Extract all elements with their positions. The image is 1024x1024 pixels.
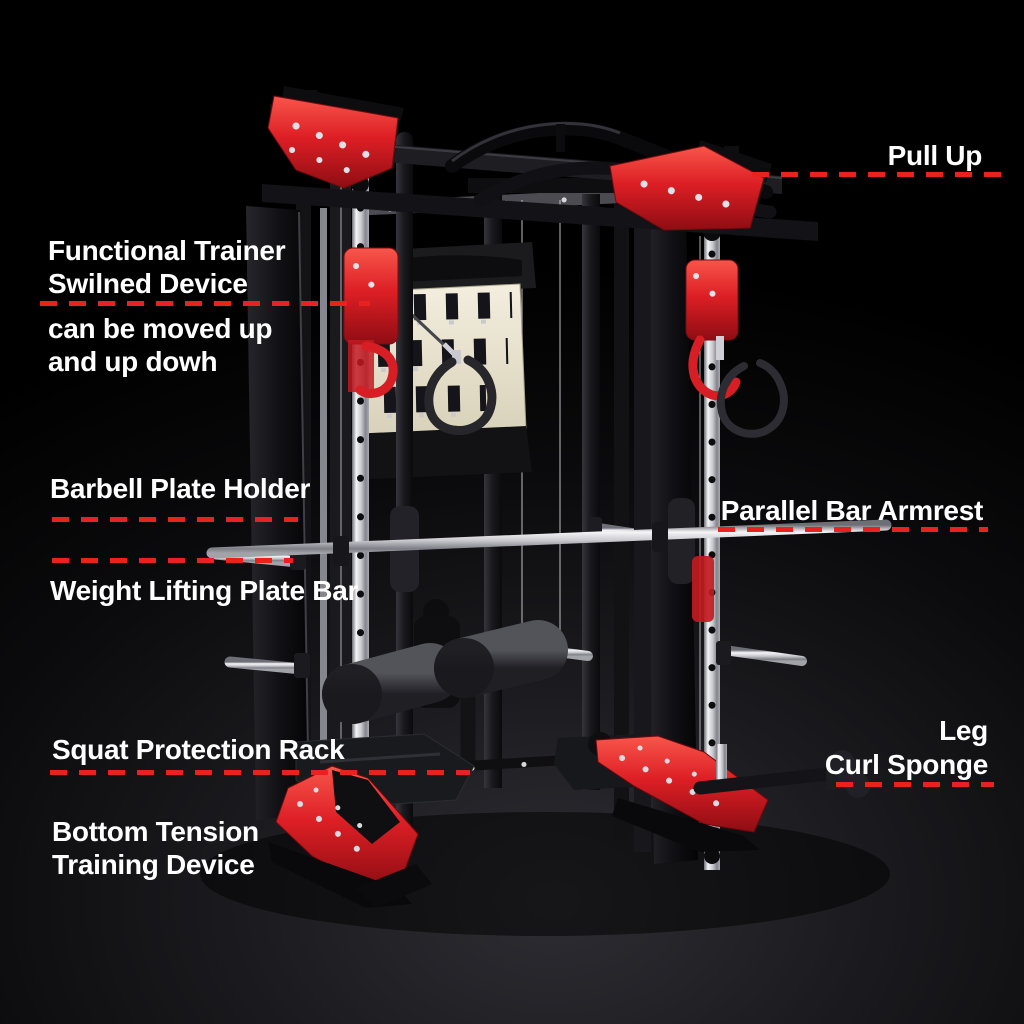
weight-lifting-plate-bar-leader-line [52, 558, 293, 563]
corner-gusset-left [267, 86, 404, 189]
barbell-plate-holder-label: Barbell Plate Holder [50, 473, 311, 504]
callout-weight-lifting-plate-bar: Weight Lifting Plate Bar [50, 574, 358, 607]
callout-bottom-tension-training-device: Bottom Tension Training Device [52, 815, 259, 881]
callout-functional-trainer: Functional Trainer Swilned Device [48, 234, 286, 300]
pull-up-leader-line [752, 172, 1006, 177]
callout-squat-protection-rack: Squat Protection Rack [52, 733, 345, 766]
parallel-bar-armrest-label: Parallel Bar Armrest [720, 495, 984, 526]
squat-protection-rack-leader-line [50, 770, 470, 775]
base-foot-left [268, 765, 432, 908]
d-handle-right [716, 359, 788, 438]
functional-trainer-note-line2: and up dowh [48, 346, 218, 377]
squat-protection-rack-label: Squat Protection Rack [52, 734, 345, 765]
weight-lifting-plate-bar-label: Weight Lifting Plate Bar [50, 575, 359, 606]
right-red-catcher [692, 556, 714, 622]
barbell-plate-holder-peg-right [716, 641, 807, 666]
functional-trainer-carriage-right [685, 259, 788, 438]
bottom-tension-label-line2: Training Device [52, 849, 255, 880]
barbell-plate-holder-leader-line [52, 517, 298, 522]
functional-trainer-label-line1: Functional Trainer [48, 235, 286, 266]
carriage-hook-left [355, 341, 398, 398]
callout-barbell-plate-holder: Barbell Plate Holder [50, 472, 310, 505]
pull-up-label: Pull Up [887, 140, 983, 171]
callout-leg-curl-sponge: Leg Curl Sponge [825, 714, 988, 782]
leg-curl-sponge-label-line2: Curl Sponge [824, 749, 988, 780]
corner-gusset-right [609, 140, 772, 231]
leg-curl-sponge-leader-line [836, 782, 994, 787]
parallel-bar-armrest-leader-line [718, 527, 988, 532]
callout-pull-up: Pull Up [887, 139, 983, 172]
leg-curl-foam-rollers [322, 599, 568, 766]
callout-functional-trainer-note: can be moved up and up dowh [48, 312, 273, 378]
callout-parallel-bar-armrest: Parallel Bar Armrest [720, 494, 984, 527]
top-frame [262, 86, 818, 241]
leg-curl-sponge-label-line1: Leg [939, 715, 988, 746]
functional-trainer-note-line1: can be moved up [48, 313, 273, 344]
functional-trainer-label-line2: Swilned Device [48, 268, 248, 299]
carriage-hook-right [688, 335, 741, 401]
d-handle-center [424, 355, 497, 436]
right-rail-clamp [668, 498, 695, 584]
bottom-tension-label-line1: Bottom Tension [52, 816, 259, 847]
functional-trainer-leader-line [40, 301, 370, 306]
functional-trainer-carriage-left [343, 247, 399, 398]
base-feet [268, 735, 769, 908]
